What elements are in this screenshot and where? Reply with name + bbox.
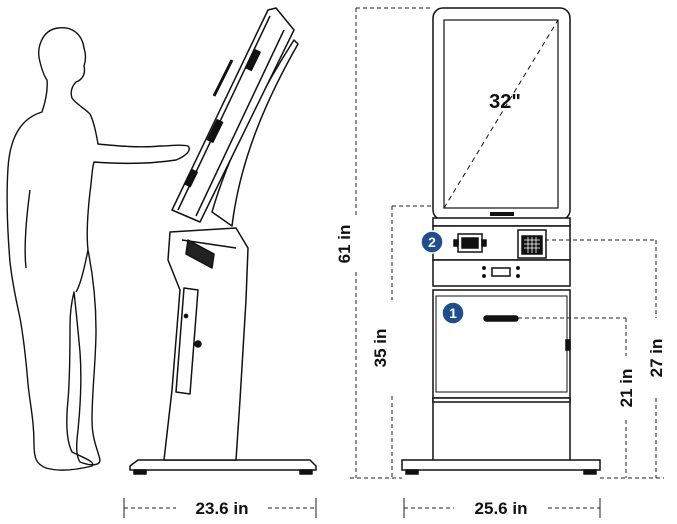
kiosk-front-view bbox=[401, 7, 601, 475]
screen-diagonal bbox=[443, 19, 559, 209]
depth-23-6-label: 23.6 in bbox=[196, 499, 249, 518]
side-pedestal bbox=[163, 227, 249, 461]
height-21-label: 21 in bbox=[617, 369, 636, 408]
side-screen bbox=[171, 7, 295, 223]
human-silhouette bbox=[6, 27, 190, 471]
width-25-6-label: 25.6 in bbox=[475, 499, 528, 518]
dimension-lines bbox=[124, 7, 664, 509]
height-27-label: 27 in bbox=[647, 339, 666, 378]
side-foot-right bbox=[299, 469, 313, 475]
svg-text:1: 1 bbox=[449, 305, 457, 321]
side-foot-left bbox=[133, 469, 147, 475]
callout-badge-1: 1 bbox=[441, 301, 465, 325]
side-vent bbox=[185, 239, 215, 269]
dispenser-slot bbox=[483, 315, 519, 322]
svg-text:2: 2 bbox=[428, 234, 436, 250]
kiosk-side-view bbox=[129, 7, 317, 475]
side-door bbox=[175, 287, 199, 395]
height-61-label: 61 in bbox=[335, 225, 354, 264]
pin-pad-icon bbox=[517, 229, 547, 259]
card-reader-icon bbox=[453, 233, 487, 253]
height-35-label: 35 in bbox=[371, 329, 390, 368]
callout-badge-2: 2 bbox=[420, 230, 444, 254]
side-base bbox=[129, 459, 317, 471]
dimension-ticks bbox=[123, 498, 601, 518]
screen-size-label: 32" bbox=[489, 91, 521, 113]
front-base bbox=[401, 459, 601, 471]
